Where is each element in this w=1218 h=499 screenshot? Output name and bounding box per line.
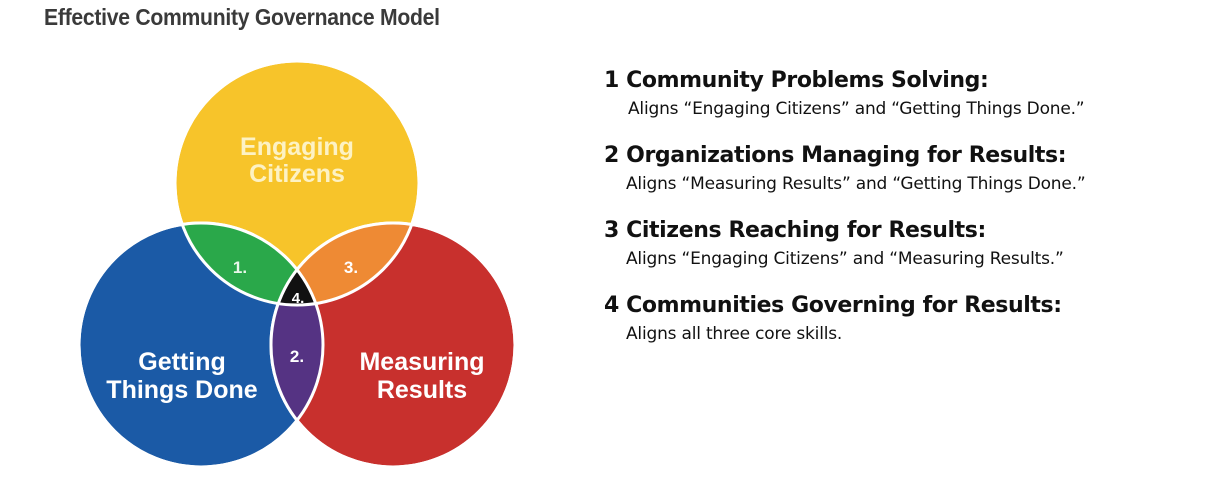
alignment-item-heading: 4 Communities Governing for Results: <box>604 293 1062 318</box>
alignment-item-heading: 1 Community Problems Solving: <box>604 68 989 93</box>
measuring-results-label-line2: Results <box>377 376 467 404</box>
measuring-results-outline <box>269 221 517 469</box>
alignment-item-heading: 2 Organizations Managing for Results: <box>604 143 1067 168</box>
overlap-1-region <box>175 223 323 305</box>
alignment-item-description: Aligns “Engaging Citizens” and “Measurin… <box>626 249 1064 269</box>
alignment-item-1: 1 Community Problems Solving: Aligns “En… <box>604 66 1214 122</box>
alignment-item-description: Aligns all three core skills. <box>626 324 843 344</box>
overlap-3-label: 3. <box>344 258 358 277</box>
getting-things-done-label-line2: Things Done <box>106 376 257 404</box>
alignment-list: 1 Community Problems Solving: Aligns “En… <box>604 66 1214 366</box>
alignment-item-heading: 3 Citizens Reaching for Results: <box>604 218 986 243</box>
overlap-1-label: 1. <box>233 258 247 277</box>
alignment-item-4: 4 Communities Governing for Results: Ali… <box>604 291 1214 347</box>
alignment-item-2: 2 Organizations Managing for Results: Al… <box>604 141 1214 197</box>
engaging-citizens-label-line1: Engaging <box>240 133 354 161</box>
overlap-3-region <box>271 223 419 305</box>
alignment-item-description: Aligns “Engaging Citizens” and “Getting … <box>628 99 1085 119</box>
getting-things-done-outline <box>77 221 325 469</box>
alignment-item-3: 3 Citizens Reaching for Results: Aligns … <box>604 216 1214 272</box>
venn-diagram: Engaging Citizens Getting Things Done Me… <box>77 59 517 469</box>
engaging-citizens-outline <box>173 59 421 307</box>
measuring-results-label-line1: Measuring <box>359 348 484 376</box>
alignment-item-description: Aligns “Measuring Results” and “Getting … <box>626 174 1086 194</box>
overlap-2-label: 2. <box>290 347 304 366</box>
diagram-title: Effective Community Governance Model <box>44 4 440 30</box>
engaging-citizens-label-line2: Citizens <box>249 160 345 188</box>
overlap-4-label: 4. <box>292 290 305 307</box>
getting-things-done-label-line1: Getting <box>138 348 226 376</box>
